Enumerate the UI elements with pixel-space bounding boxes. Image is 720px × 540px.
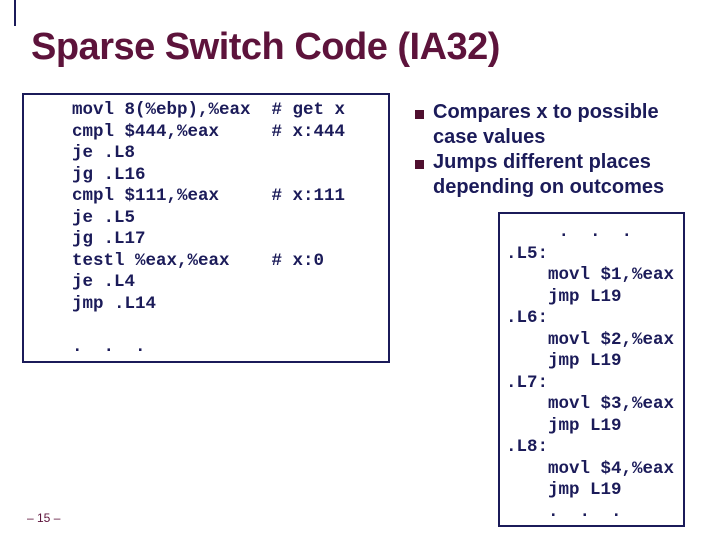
bullet-list: Compares x to possible case values Jumps… bbox=[415, 100, 700, 200]
square-bullet-icon bbox=[415, 160, 424, 169]
top-left-tick-line bbox=[14, 0, 16, 26]
slide-title: Sparse Switch Code (IA32) bbox=[31, 26, 500, 68]
switch-compare-code: movl 8(%ebp),%eax # get x cmpl $444,%eax… bbox=[72, 100, 346, 357]
switch-compare-code-box: movl 8(%ebp),%eax # get x cmpl $444,%eax… bbox=[22, 93, 390, 363]
bullet-text-line: case values bbox=[433, 126, 546, 148]
list-item: Compares x to possible case values bbox=[415, 100, 700, 150]
jump-targets-code: . . . .L5: movl $1,%eax jmp L19 .L6: mov… bbox=[506, 222, 675, 522]
bullet-text-line: Compares x to possible bbox=[433, 101, 659, 123]
jump-targets-code-box: . . . .L5: movl $1,%eax jmp L19 .L6: mov… bbox=[498, 212, 685, 527]
page-number: – 15 – bbox=[27, 511, 61, 525]
bullet-text-line: Jumps different places bbox=[433, 151, 651, 173]
square-bullet-icon bbox=[415, 110, 424, 119]
list-item: Jumps different places depending on outc… bbox=[415, 150, 700, 200]
bullet-text-line: depending on outcomes bbox=[433, 176, 665, 198]
